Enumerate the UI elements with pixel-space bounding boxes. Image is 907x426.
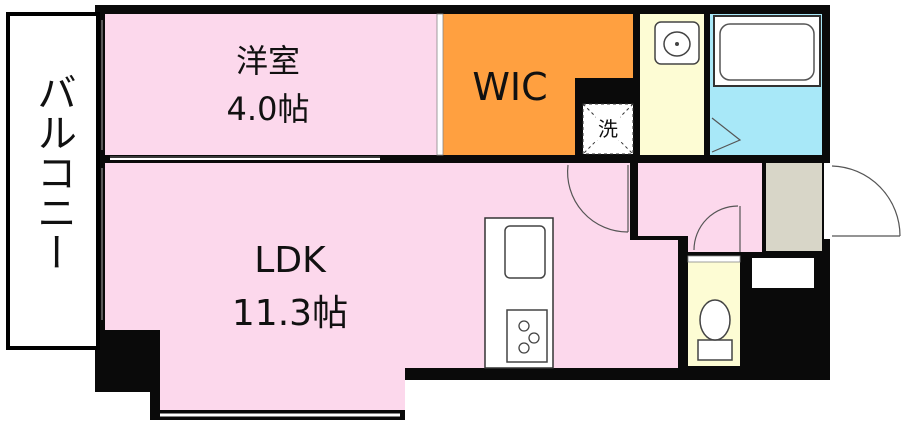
balcony: [6, 12, 100, 350]
sink-icon: [654, 21, 700, 65]
kitchen-counter: [484, 217, 554, 369]
bedroom-size: 4.0帖: [227, 90, 310, 128]
closet-name: WIC: [472, 65, 547, 109]
shoe-storage: [766, 163, 822, 251]
kitchen-sink-icon: [504, 225, 546, 279]
bedroom: [105, 14, 440, 155]
bedroom-name: 洋室: [236, 42, 300, 80]
utility-box: [752, 258, 814, 288]
washer-label: 洗: [598, 117, 618, 141]
entrance-opening: [824, 163, 832, 239]
mid-wall: [105, 155, 830, 163]
living-name: LDK: [254, 240, 327, 281]
entry-door-icon: [831, 165, 901, 237]
bathtub-icon: [713, 15, 821, 87]
hall-door-icon: [693, 205, 741, 252]
stove-icon: [506, 309, 548, 363]
hallway: [638, 163, 762, 252]
living-size: 11.3帖: [232, 293, 348, 334]
bath-door-icon: [711, 117, 742, 153]
balcony-label: バルコニー: [30, 72, 76, 272]
toilet-icon: [697, 299, 733, 361]
door-swing-icon: [566, 164, 629, 233]
